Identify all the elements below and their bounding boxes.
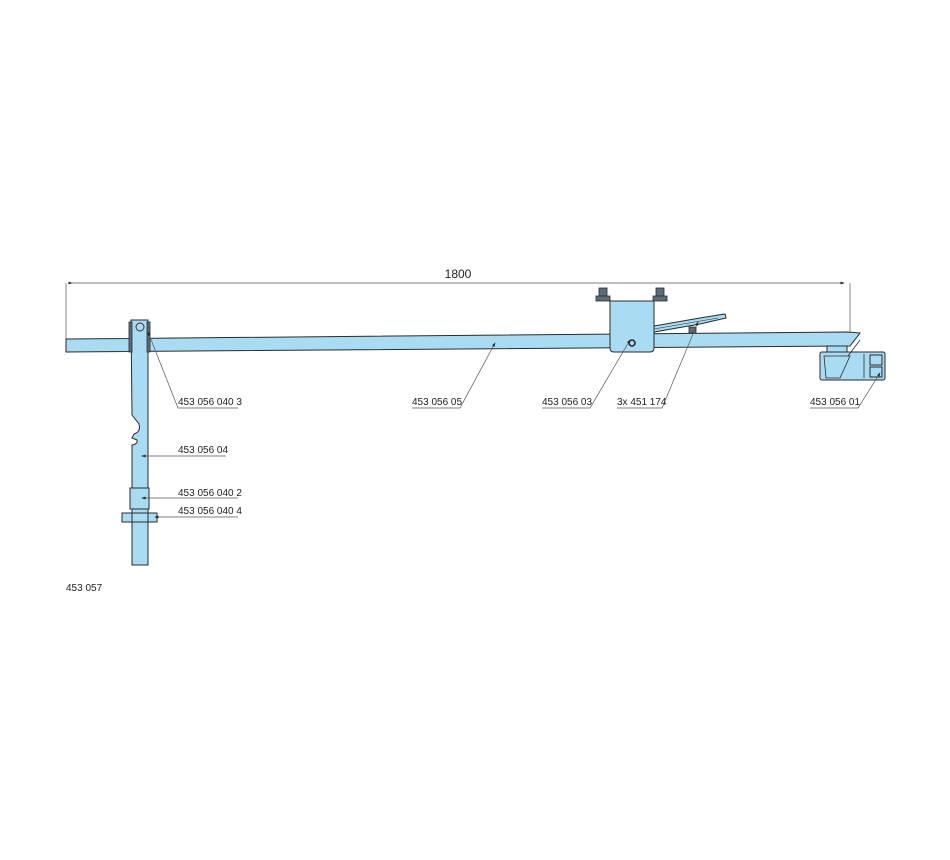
center-bracket: [595, 287, 668, 353]
leader-lines: [141, 321, 881, 519]
label-sleeve: 453 056 040 2: [178, 488, 242, 499]
sleeve: [129, 487, 150, 510]
label-vertical-strut: 453 056 04: [178, 445, 228, 456]
dimension-line: [65, 281, 851, 340]
label-pivot-pin: 453 056 040 3: [178, 397, 242, 408]
label-leaf-spring: 3x 451 174: [617, 397, 667, 408]
label-bracket: 453 056 03: [542, 397, 592, 408]
label-clamp-bolt: 453 056 040 4: [178, 506, 242, 517]
dimension-value: 1800: [445, 267, 472, 281]
leaf-spring: [653, 313, 727, 334]
label-end-bracket: 453 056 01: [810, 397, 860, 408]
main-bar: [65, 331, 861, 353]
end-bracket: [819, 339, 886, 381]
label-main-bar: 453 056 05: [412, 397, 462, 408]
drawing-number: 453 057: [66, 583, 103, 594]
vertical-strut: [121, 319, 158, 566]
